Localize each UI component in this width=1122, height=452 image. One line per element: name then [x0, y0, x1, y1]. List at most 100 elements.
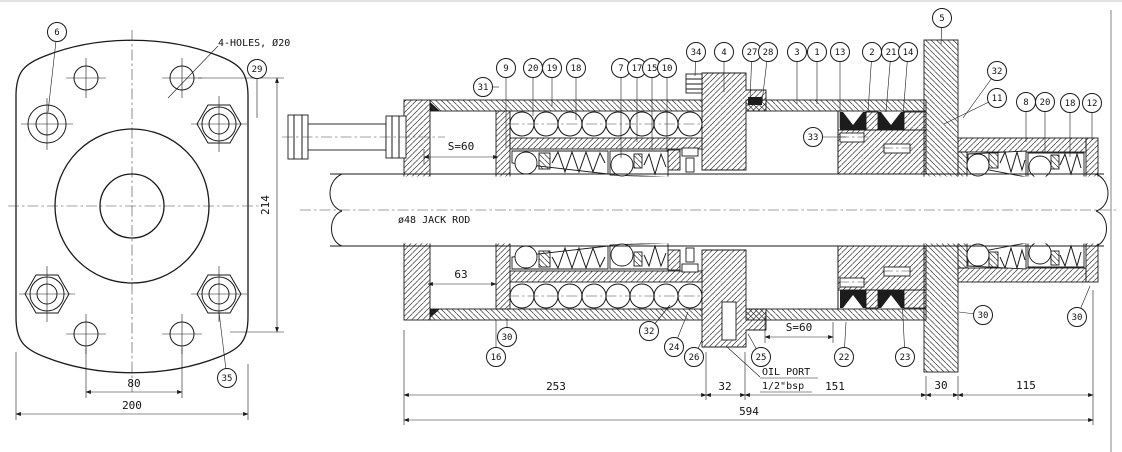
- balloon-number: 30: [502, 333, 513, 343]
- bolt-holes: [66, 58, 202, 354]
- piston-upper: [837, 111, 927, 175]
- balloon-number: 24: [669, 343, 680, 353]
- balloon-number: 30: [978, 311, 989, 321]
- balloon-30: 30: [958, 305, 993, 325]
- balloon-number: 27: [747, 48, 758, 58]
- balloon-25: 25: [747, 333, 771, 367]
- balloon-15: 15: [642, 58, 662, 150]
- outer-tube-bottom-right: [745, 308, 927, 321]
- balloon-5: 5: [932, 8, 952, 45]
- balloon-number: 35: [222, 374, 233, 384]
- balloon-28: 28: [758, 42, 778, 103]
- balloon-number: 25: [756, 353, 767, 363]
- balloon-number: 29: [252, 65, 263, 75]
- balloon-20: 20: [523, 58, 543, 116]
- balloon-number: 32: [644, 327, 655, 337]
- balloon-number: 23: [900, 353, 911, 363]
- balloon-number: 18: [1065, 99, 1076, 109]
- balloon-31: 31: [473, 77, 499, 97]
- dimension-value: 214: [259, 195, 272, 215]
- balloon-number: 28: [763, 48, 774, 58]
- hex-nuts: [19, 96, 247, 322]
- balloon-number: 10: [662, 64, 673, 74]
- outer-tube-top-left: [429, 99, 703, 112]
- dimension-value: 151: [825, 380, 845, 393]
- balloon-number: 20: [1040, 98, 1051, 108]
- holes-note: 4-HOLES, Ø20: [218, 37, 290, 49]
- balloon-13: 13: [830, 42, 850, 128]
- balloon-35: 35: [217, 311, 237, 388]
- clutch-lower: [511, 242, 699, 273]
- balloon-number: 1: [814, 48, 819, 58]
- balloon-number: 6: [54, 28, 59, 38]
- balloon-number: 32: [992, 67, 1003, 77]
- balloon-number: 33: [808, 133, 819, 143]
- clutch-band-top: [509, 137, 703, 150]
- balloon-16: 16: [486, 320, 506, 367]
- balloon-22: 22: [834, 321, 854, 367]
- dimension-value: 63: [454, 268, 467, 281]
- dim-80: [85, 348, 183, 398]
- balloon-number: 5: [939, 14, 944, 24]
- balloon-32: 32: [639, 304, 671, 341]
- oil-port-1: OIL PORT: [762, 367, 810, 378]
- dim-214: [198, 77, 284, 333]
- balloon-number: 34: [691, 48, 702, 58]
- balloon-23: 23: [895, 297, 915, 367]
- dimension-value: 115: [1016, 379, 1036, 392]
- balloon-12: 12: [1082, 93, 1102, 140]
- balloon-10: 10: [657, 58, 677, 152]
- balloon-30: 30: [1067, 285, 1091, 327]
- balloon-number: 2: [869, 48, 874, 58]
- balloon-number: 17: [632, 64, 643, 74]
- clutch-upper: [511, 147, 699, 178]
- dim-s60-bottom: [764, 316, 834, 343]
- clutch-band-bottom: [509, 270, 703, 283]
- balloon-number: 8: [1023, 98, 1028, 108]
- balloon-number: 21: [886, 48, 897, 58]
- balloon-34: 34: [686, 42, 706, 77]
- dim-200: [15, 352, 249, 420]
- balloon-number: 15: [647, 64, 658, 74]
- dimension-value: 253: [546, 380, 566, 393]
- balloon-number: 31: [478, 83, 489, 93]
- balloon-20: 20: [1035, 92, 1055, 152]
- oil-port-2: 1/2"bsp: [762, 381, 804, 392]
- balloon-21: 21: [881, 42, 901, 113]
- oil-port-leader: [725, 345, 818, 393]
- balloon-number: 4: [721, 48, 726, 58]
- dimension-value: 200: [122, 399, 142, 412]
- dimension-value: 30: [934, 379, 947, 392]
- balloon-3: 3: [787, 42, 807, 104]
- jack-rod: [300, 173, 1118, 247]
- balloon-number: 13: [835, 48, 846, 58]
- dim-chain-bottom: [403, 290, 1094, 425]
- outer-tube-bottom-left: [429, 308, 703, 321]
- balloon-number: 30: [1072, 313, 1083, 323]
- balloon-number: 3: [794, 48, 799, 58]
- balloon-number: 20: [528, 64, 539, 74]
- balloon-8: 8: [1016, 92, 1036, 142]
- balloon-number: 12: [1087, 99, 1098, 109]
- rod-label: ø48 JACK ROD: [398, 215, 470, 226]
- balloon-number: 11: [992, 94, 1003, 104]
- dimension-value: S=60: [448, 140, 475, 153]
- balloon-number: 22: [839, 353, 850, 363]
- balloon-29: 29: [247, 59, 267, 118]
- dimension-value: 594: [739, 405, 759, 418]
- dimension-value: S=60: [786, 321, 813, 334]
- balloon-19: 19: [542, 58, 562, 106]
- balloon-11: 11: [943, 88, 1007, 125]
- balloon-14: 14: [898, 42, 918, 117]
- balloon-number: 14: [903, 48, 914, 58]
- balloon-7: 7: [611, 58, 631, 158]
- coil-spring-rows: [508, 111, 703, 309]
- balloon-number: 16: [491, 353, 502, 363]
- section-view: [282, 39, 1118, 425]
- balloon-30: 30: [497, 318, 517, 347]
- outer-tube-top-right: [745, 99, 927, 112]
- tie-bolt: [282, 114, 445, 160]
